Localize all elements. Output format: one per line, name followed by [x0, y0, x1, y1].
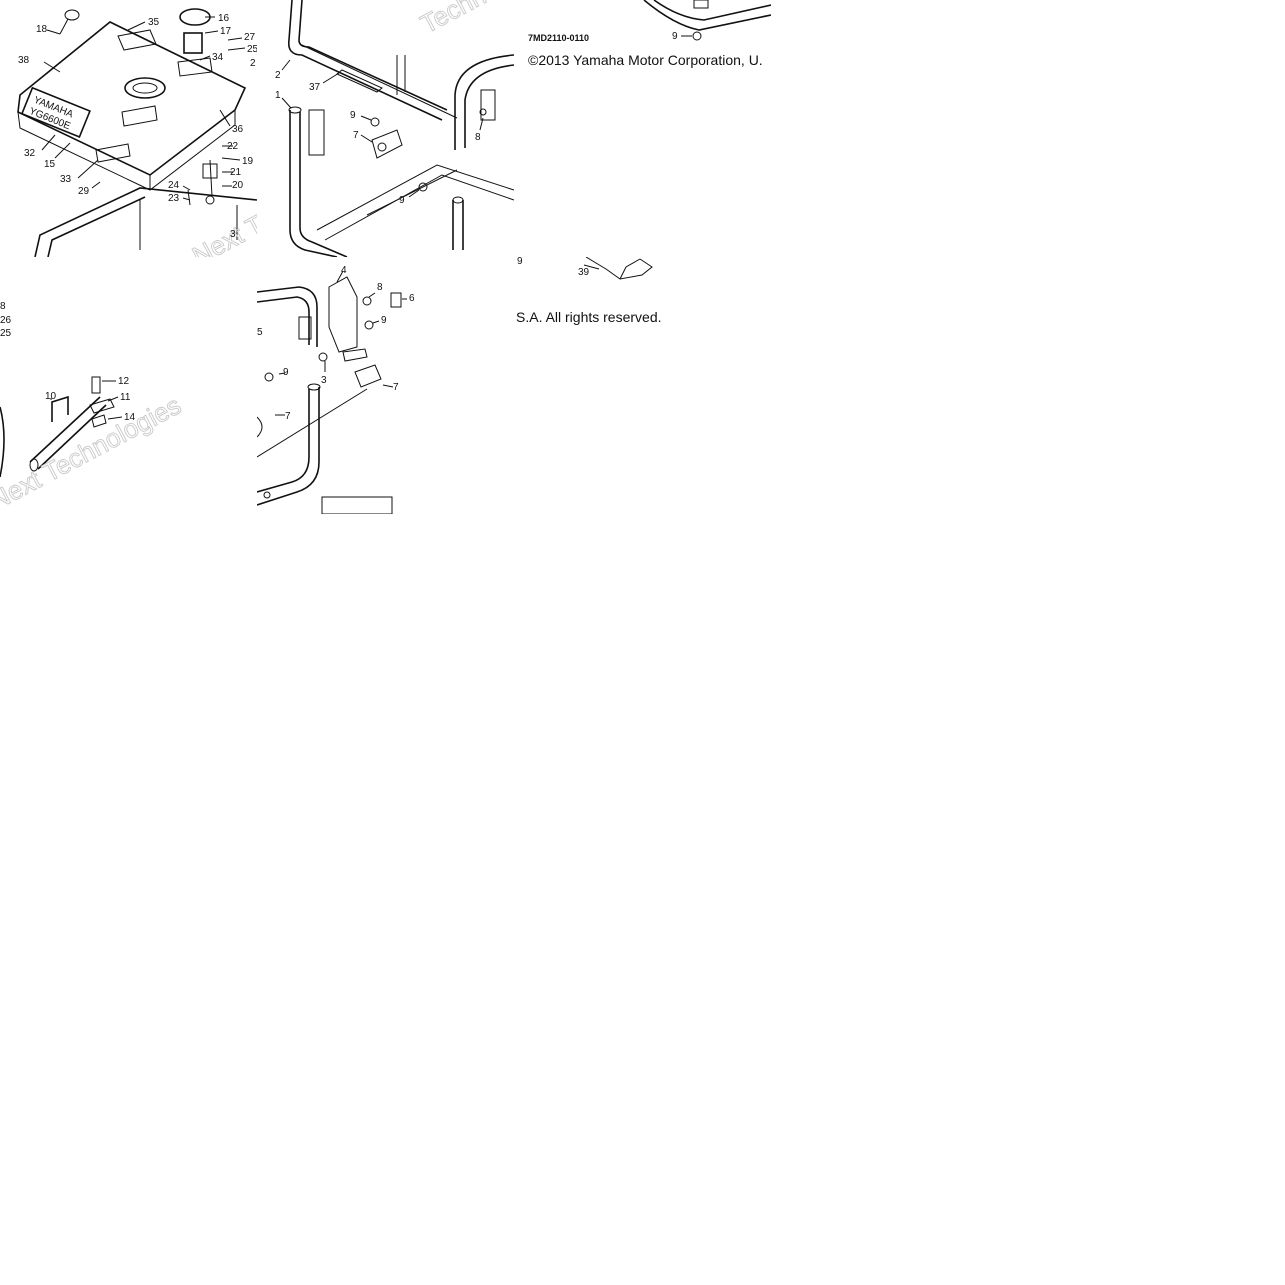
callout-label: 7	[393, 382, 399, 393]
callout-label: 1	[275, 90, 281, 101]
diagram-tile-caption: 9 7MD2110-0110 ©2013 Yamaha Motor Corpor…	[514, 0, 771, 257]
handle-drawing: Next Technologies 8 26 25 12 10 11 14	[0, 301, 186, 514]
callout-label: 6	[409, 293, 415, 304]
fuel-tank-drawing: YAMAHA YG6600E	[17, 8, 257, 257]
callout-label: 10	[45, 391, 57, 402]
diagram-tile-fuel-tank: YAMAHA YG6600E	[0, 0, 257, 257]
callout-label: 29	[78, 186, 90, 197]
callout-label: 11	[120, 392, 131, 403]
callout-label: 22	[227, 141, 239, 152]
diagram-tile-plate: 9 39 S.A. All rights reserved.	[514, 257, 771, 327]
callout-label: 7	[285, 411, 291, 422]
watermark-text: Next Technologies	[0, 390, 186, 514]
callout-label: 14	[124, 412, 136, 423]
callout-label: 18	[36, 24, 48, 35]
callout-label: 21	[230, 167, 242, 178]
callout-label: 7	[353, 130, 359, 141]
copyright-line-1: ©2013 Yamaha Motor Corporation, U.	[528, 52, 763, 68]
callout-label: 9	[350, 110, 356, 121]
diagram-tile-handle: Next Technologies 8 26 25 12 10 11 14	[0, 257, 257, 514]
callout-label: 25	[0, 328, 12, 339]
callout-label: 2	[275, 70, 281, 81]
callout-label: 3	[230, 229, 236, 240]
callout-label: 12	[118, 376, 130, 387]
callout-label: 9	[672, 31, 678, 42]
callout-label: 9	[517, 257, 523, 267]
watermark-text: Techn	[415, 0, 490, 39]
callout-label: 35	[148, 17, 160, 28]
callout-label: 8	[377, 282, 383, 293]
callout-label: 2	[250, 58, 256, 69]
callout-label: 9	[399, 195, 405, 206]
callout-label: 26	[0, 315, 12, 326]
callout-label: 36	[232, 124, 244, 135]
callout-label: 19	[242, 156, 254, 167]
callout-label: 9	[381, 315, 387, 326]
callout-label: 9	[283, 367, 289, 378]
diagram-tile-frame-top: Techn 2 37 1 9 7 8 9	[257, 0, 514, 257]
callout-label: 32	[24, 148, 36, 159]
callout-label: 37	[309, 82, 321, 93]
callout-label: 15	[44, 159, 56, 170]
callout-label: 8	[0, 301, 6, 312]
callout-label: 5	[257, 327, 263, 338]
callout-label: 33	[60, 174, 72, 185]
callout-label: 16	[218, 13, 230, 24]
caption-tile-drawing: 9	[643, 0, 771, 42]
frame-top-drawing: Techn 2 37 1 9 7 8 9	[275, 0, 514, 257]
copyright-line-2: S.A. All rights reserved.	[516, 309, 662, 325]
callout-label: 25	[247, 44, 257, 55]
callout-label: 39	[578, 267, 590, 278]
drawing-code: 7MD2110-0110	[528, 33, 590, 43]
callout-label: 17	[220, 26, 232, 37]
callout-label: 27	[244, 32, 256, 43]
frame-bottom-drawing: Technologies 4 8 6 9 5 9 3 7 7	[257, 257, 415, 514]
callout-label: 4	[341, 265, 347, 276]
callout-label: 38	[18, 55, 30, 66]
watermark-text: Technologies	[257, 257, 350, 276]
callout-label: 23	[168, 193, 180, 204]
diagram-tile-frame-bottom: Technologies 4 8 6 9 5 9 3 7 7	[257, 257, 514, 514]
callout-label: 20	[232, 180, 244, 191]
callout-label: 34	[212, 52, 224, 63]
callout-label: 8	[475, 132, 481, 143]
plate-drawing: 9 39	[517, 257, 653, 280]
callout-label: 3	[321, 375, 327, 386]
callout-label: 24	[168, 180, 180, 191]
